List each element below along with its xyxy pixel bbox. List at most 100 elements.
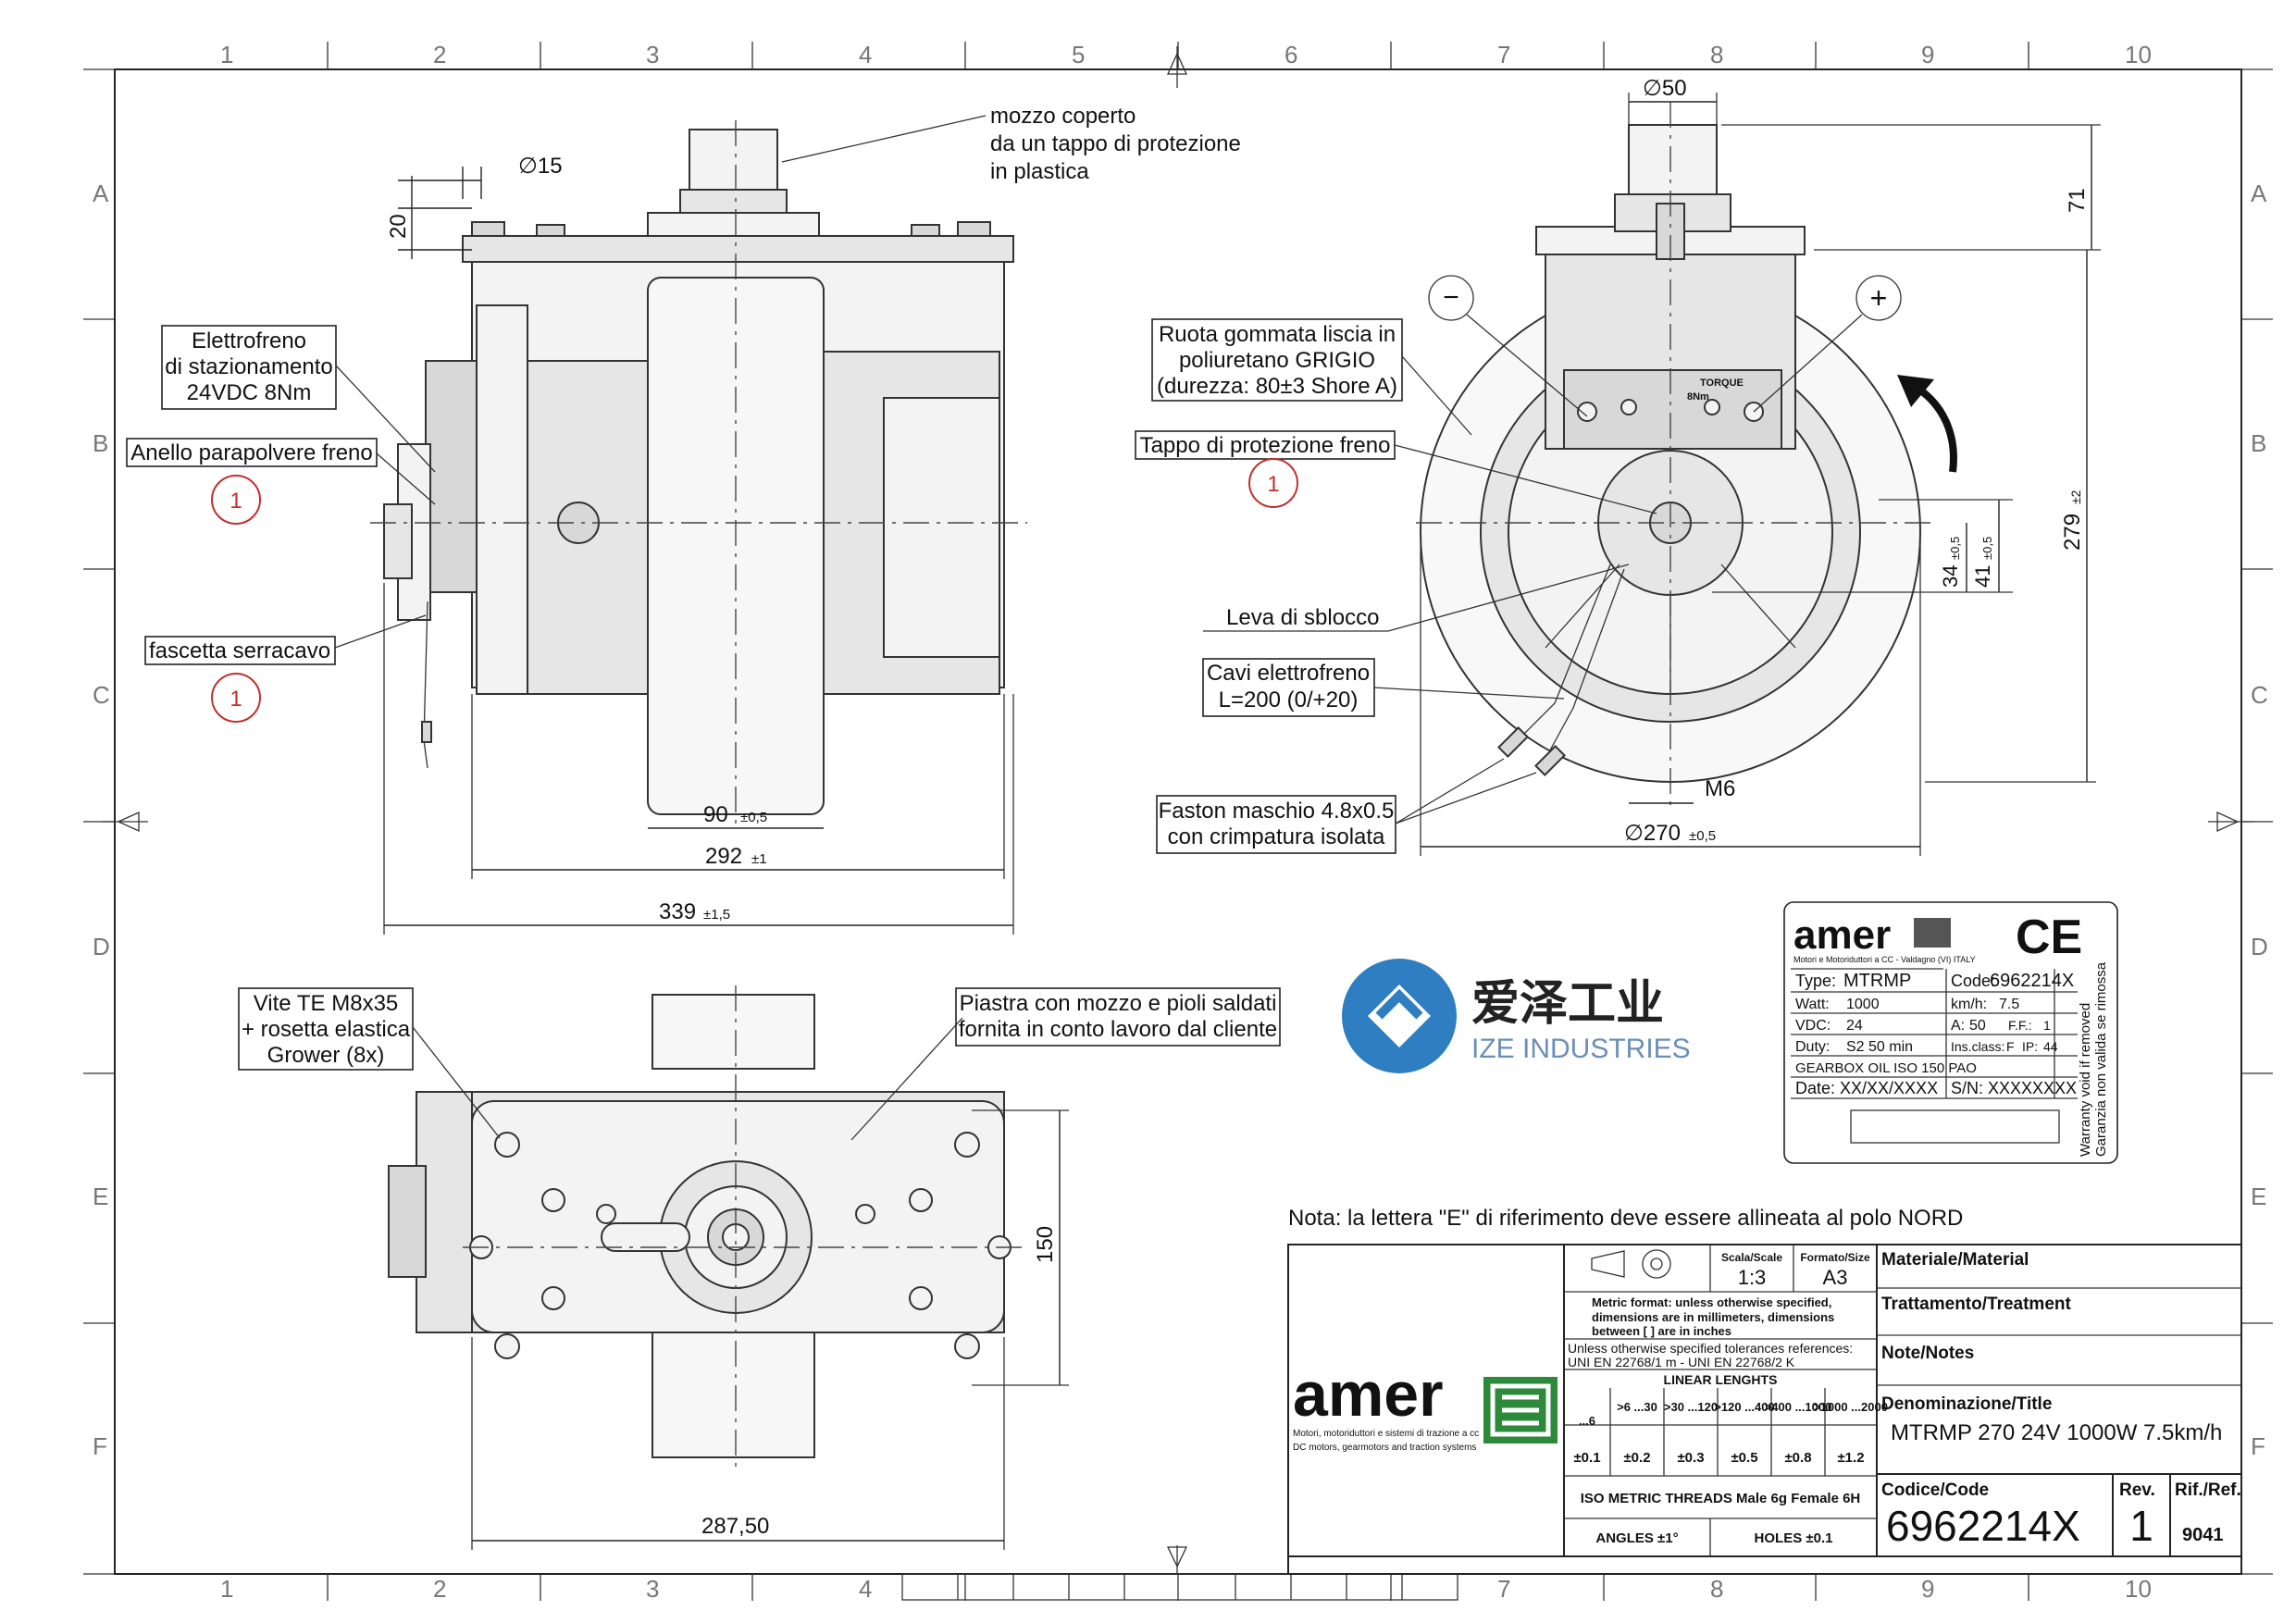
cable-label-line2: L=200 (0/+20) (1219, 688, 1359, 712)
col-label-8-bottom: 8 (1710, 1575, 1723, 1603)
row-label-a: A (93, 180, 109, 207)
col-label-3: 3 (646, 41, 659, 68)
dim-dia-15: ∅15 (518, 154, 563, 179)
dim-287: 287,50 (701, 1514, 769, 1539)
tb-tol-4: ±0.8 (1784, 1450, 1811, 1466)
dim-339-tol: ±1,5 (703, 907, 730, 923)
tie-label: fascetta serracavo (149, 638, 330, 663)
dim-150: 150 (1033, 1226, 1058, 1263)
nameplate-subtitle: Motori e Motoriduttori a CC - Valdagno (… (1793, 955, 1976, 964)
badge-1-cap: 1 (1267, 472, 1279, 497)
tb-angles: ANGLES ±1° (1595, 1530, 1678, 1546)
tb-brand: amer (1293, 1359, 1444, 1430)
screw-label-line3: Grower (8x) (267, 1043, 385, 1068)
watermark-cn: 爱泽工业 (1471, 976, 1664, 1032)
np-gearbox: GEARBOX OIL ISO 150 PAO (1795, 1060, 1977, 1076)
col-label-10: 10 (2125, 41, 2152, 68)
dim-dia-50: ∅50 (1643, 76, 1687, 101)
cap-label: Tappo di protezione freno (1140, 433, 1391, 458)
col-label-8: 8 (1710, 41, 1723, 68)
row-label-d-right: D (2251, 933, 2268, 960)
np-kmh-val: 7.5 (1999, 997, 2019, 1012)
tb-brand-sub-line1: Motori, motoriduttori e sistemi di trazi… (1293, 1429, 1479, 1439)
tb-ref: 9041 (2182, 1525, 2224, 1545)
tb-code: 6962214X (1886, 1502, 2080, 1550)
row-label-b: B (93, 429, 108, 457)
np-kmh-key: km/h: (1951, 997, 1987, 1012)
np-type-val: MTRMP (1843, 971, 1911, 991)
callout-hub-line3: in plastica (990, 159, 1089, 184)
tb-material-label: Materiale/Material (1881, 1250, 2029, 1270)
dim-339: 339 (659, 899, 696, 924)
np-ip-val: 44 (2043, 1039, 2058, 1054)
tb-metric-line1: Metric format: unless otherwise specifie… (1592, 1295, 1831, 1309)
np-ff-val: 1 (2043, 1018, 2051, 1033)
row-label-a-right: A (2251, 180, 2267, 207)
front-view: TORQUE 8Nm − + ∅50 71 279 ±2 (1135, 76, 2101, 856)
col-label-9-bottom: 9 (1921, 1575, 1934, 1603)
tb-scale: 1:3 (1738, 1266, 1767, 1289)
wheel-label-line2: poliuretano GRIGIO (1179, 348, 1375, 373)
np-ins-key: Ins.class: (1951, 1039, 2004, 1054)
dim-292: 292 (705, 844, 742, 869)
dim-41-tol: ±0,5 (1980, 537, 1994, 560)
dim-292-tol: ±1 (751, 851, 767, 867)
tb-linear: LINEAR LENGHTS (1664, 1372, 1778, 1387)
tb-range-0: ...6 (1579, 1414, 1595, 1428)
callout-hub-line2: da un tappo di protezione (990, 131, 1241, 156)
cable-label-line1: Cavi elettrofreno (1207, 661, 1370, 686)
dim-90-tol: ±0,5 (740, 810, 767, 825)
tb-brand-sub-line2: DC motors, gearmotors and traction syste… (1293, 1443, 1476, 1453)
torque-label: TORQUE (1700, 378, 1744, 389)
row-label-f-right: F (2251, 1432, 2265, 1460)
tb-metric-line3: between [ ] are in inches (1592, 1324, 1731, 1338)
plate-label-line2: fornita in conto lavoro dal cliente (959, 1017, 1277, 1042)
tb-tol-1: ±0.2 (1623, 1450, 1650, 1466)
tb-range-1: >6 ...30 (1617, 1400, 1657, 1414)
np-ins-val: F (2006, 1039, 2015, 1054)
np-warranty-line1: Warranty void if removed (2078, 1003, 2093, 1157)
row-label-d: D (93, 933, 110, 960)
ce-mark: CE (2016, 911, 2082, 964)
plate-label-line1: Piastra con mozzo e pioli saldati (960, 991, 1277, 1016)
tb-ref-label: Rif./Ref. (2175, 1481, 2241, 1500)
brake-label-line1: Elettrofreno (192, 328, 306, 353)
grid-labels: 1 2 3 4 5 6 7 8 9 10 1 2 3 4 7 8 9 10 A … (93, 41, 2268, 1603)
np-a-val: 50 (1969, 1018, 1986, 1034)
tb-tol-ref-line2: UNI EN 22768/1 m - UNI EN 22768/2 K (1568, 1355, 1795, 1369)
np-vdc-val: 24 (1846, 1018, 1863, 1034)
faston-label-line1: Faston maschio 4.8x0.5 (1159, 799, 1395, 824)
np-vdc-key: VDC: (1795, 1018, 1831, 1034)
sheet-frame (83, 42, 2273, 1601)
tb-tol-3: ±0.5 (1731, 1450, 1757, 1466)
minus-terminal-icon: − (1443, 282, 1459, 313)
tb-range-4: >400 ...1000 (1765, 1400, 1832, 1414)
nameplate: amer Motori e Motoriduttori a CC - Valda… (1783, 901, 2118, 1164)
col-label-6: 6 (1285, 41, 1297, 68)
dim-34: 34 (1939, 565, 1962, 588)
col-label-2: 2 (433, 41, 446, 68)
watermark-en: IZE INDUSTRIES (1471, 1034, 1691, 1064)
np-watt-key: Watt: (1795, 997, 1830, 1012)
col-label-10-bottom: 10 (2125, 1575, 2152, 1603)
ring-label: Anello parapolvere freno (130, 440, 373, 465)
row-label-e-right: E (2251, 1183, 2266, 1210)
row-label-c-right: C (2251, 681, 2268, 709)
col-label-5: 5 (1072, 41, 1085, 68)
tb-range-3: >120 ...400 (1714, 1400, 1774, 1414)
np-duty-val: S2 50 min (1846, 1039, 1913, 1055)
tb-tol-0: ±0.1 (1573, 1450, 1600, 1466)
np-type-key: Type: (1795, 972, 1836, 990)
wheel-label-line1: Ruota gommata liscia in (1159, 322, 1396, 347)
tb-treatment-label: Trattamento/Treatment (1881, 1295, 2071, 1314)
np-duty-key: Duty: (1795, 1039, 1830, 1055)
col-label-4-bottom: 4 (859, 1575, 872, 1603)
dim-90: 90 (703, 802, 728, 827)
tb-metric-line2: dimensions are in millimeters, dimension… (1592, 1310, 1834, 1324)
tb-threads: ISO METRIC THREADS Male 6g Female 6H (1581, 1491, 1861, 1506)
alignment-note: Nota: la lettera "E" di riferimento deve… (1288, 1206, 1963, 1231)
badge-1-ring: 1 (230, 489, 242, 514)
np-code-val: 6962214X (1990, 971, 2074, 991)
np-sn: S/N: XXXXXXXX (1951, 1079, 2077, 1097)
badge-1-tie: 1 (230, 687, 242, 712)
